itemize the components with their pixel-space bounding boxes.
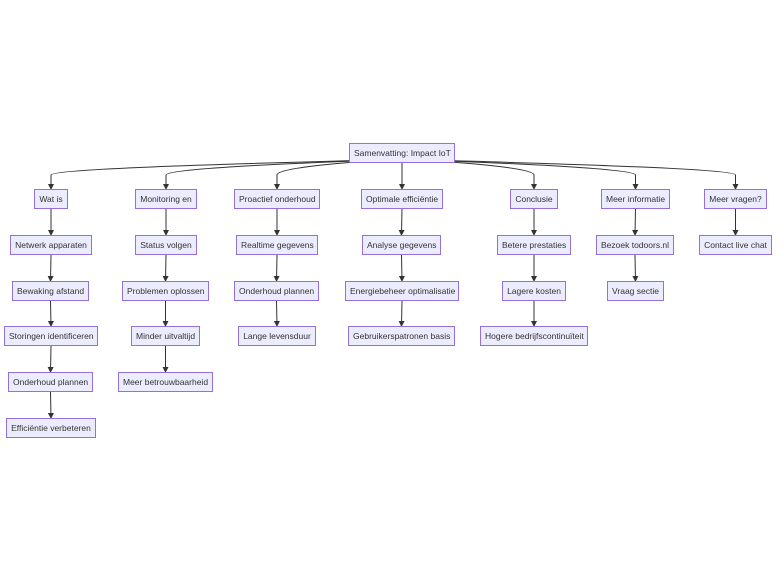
header-node-5[interactable]: Meer informatie [601,189,670,209]
edge-2-2 [273,300,280,327]
item-node-5-0[interactable]: Bezoek todoors.nl [596,235,674,255]
edge-3-2 [398,300,405,327]
edge-2-1 [273,254,280,282]
item-node-2-2[interactable]: Lange levensduur [238,326,316,346]
edge-0-1 [47,254,54,282]
header-node-4[interactable]: Conclusie [510,189,558,209]
edge-0-4 [47,391,54,419]
edge-root-to-header-6 [401,158,739,190]
item-node-3-1[interactable]: Energiebeheer optimalisatie [345,281,459,301]
header-node-0[interactable]: Wat is [34,189,68,209]
item-node-4-2[interactable]: Hogere bedrijfscontinuïteit [480,326,588,346]
edge-root-to-header-5 [401,158,639,190]
item-node-0-0[interactable]: Netwerk apparaten [10,235,92,255]
header-node-1[interactable]: Monitoring en [135,189,197,209]
header-node-3[interactable]: Optimale efficiëntie [361,189,443,209]
edge-0-2 [47,300,54,327]
edge-root-to-header-1 [163,158,403,190]
edge-3-1 [398,254,405,282]
item-node-4-0[interactable]: Betere prestaties [497,235,571,255]
item-node-1-1[interactable]: Problemen oplossen [122,281,209,301]
item-node-0-3[interactable]: Onderhoud plannen [8,372,93,392]
item-node-5-1[interactable]: Vraag sectie [607,281,664,301]
item-node-1-2[interactable]: Minder uitvaltijd [131,326,200,346]
item-node-6-0[interactable]: Contact live chat [699,235,772,255]
item-node-1-3[interactable]: Meer betrouwbaarheid [118,372,213,392]
edge-5-0 [632,208,639,236]
edge-root-to-header-0 [48,158,403,190]
item-node-2-0[interactable]: Realtime gegevens [236,235,318,255]
edge-5-1 [632,254,639,282]
header-node-6[interactable]: Meer vragen? [704,189,767,209]
item-node-3-2[interactable]: Gebruikerspatronen basis [348,326,455,346]
item-node-0-4[interactable]: Efficiëntie verbeteren [6,418,96,438]
item-node-4-1[interactable]: Lagere kosten [502,281,566,301]
item-node-2-1[interactable]: Onderhoud plannen [234,281,319,301]
root-node[interactable]: Samenvatting: Impact IoT [349,143,455,163]
edge-0-3 [47,345,54,373]
header-node-2[interactable]: Proactief onderhoud [234,189,320,209]
edge-1-1 [162,254,169,282]
item-node-3-0[interactable]: Analyse gegevens [362,235,441,255]
edge-3-0 [398,208,405,236]
item-node-0-2[interactable]: Storingen identificeren [4,326,98,346]
item-node-0-1[interactable]: Bewaking afstand [12,281,89,301]
item-node-1-0[interactable]: Status volgen [135,235,197,255]
